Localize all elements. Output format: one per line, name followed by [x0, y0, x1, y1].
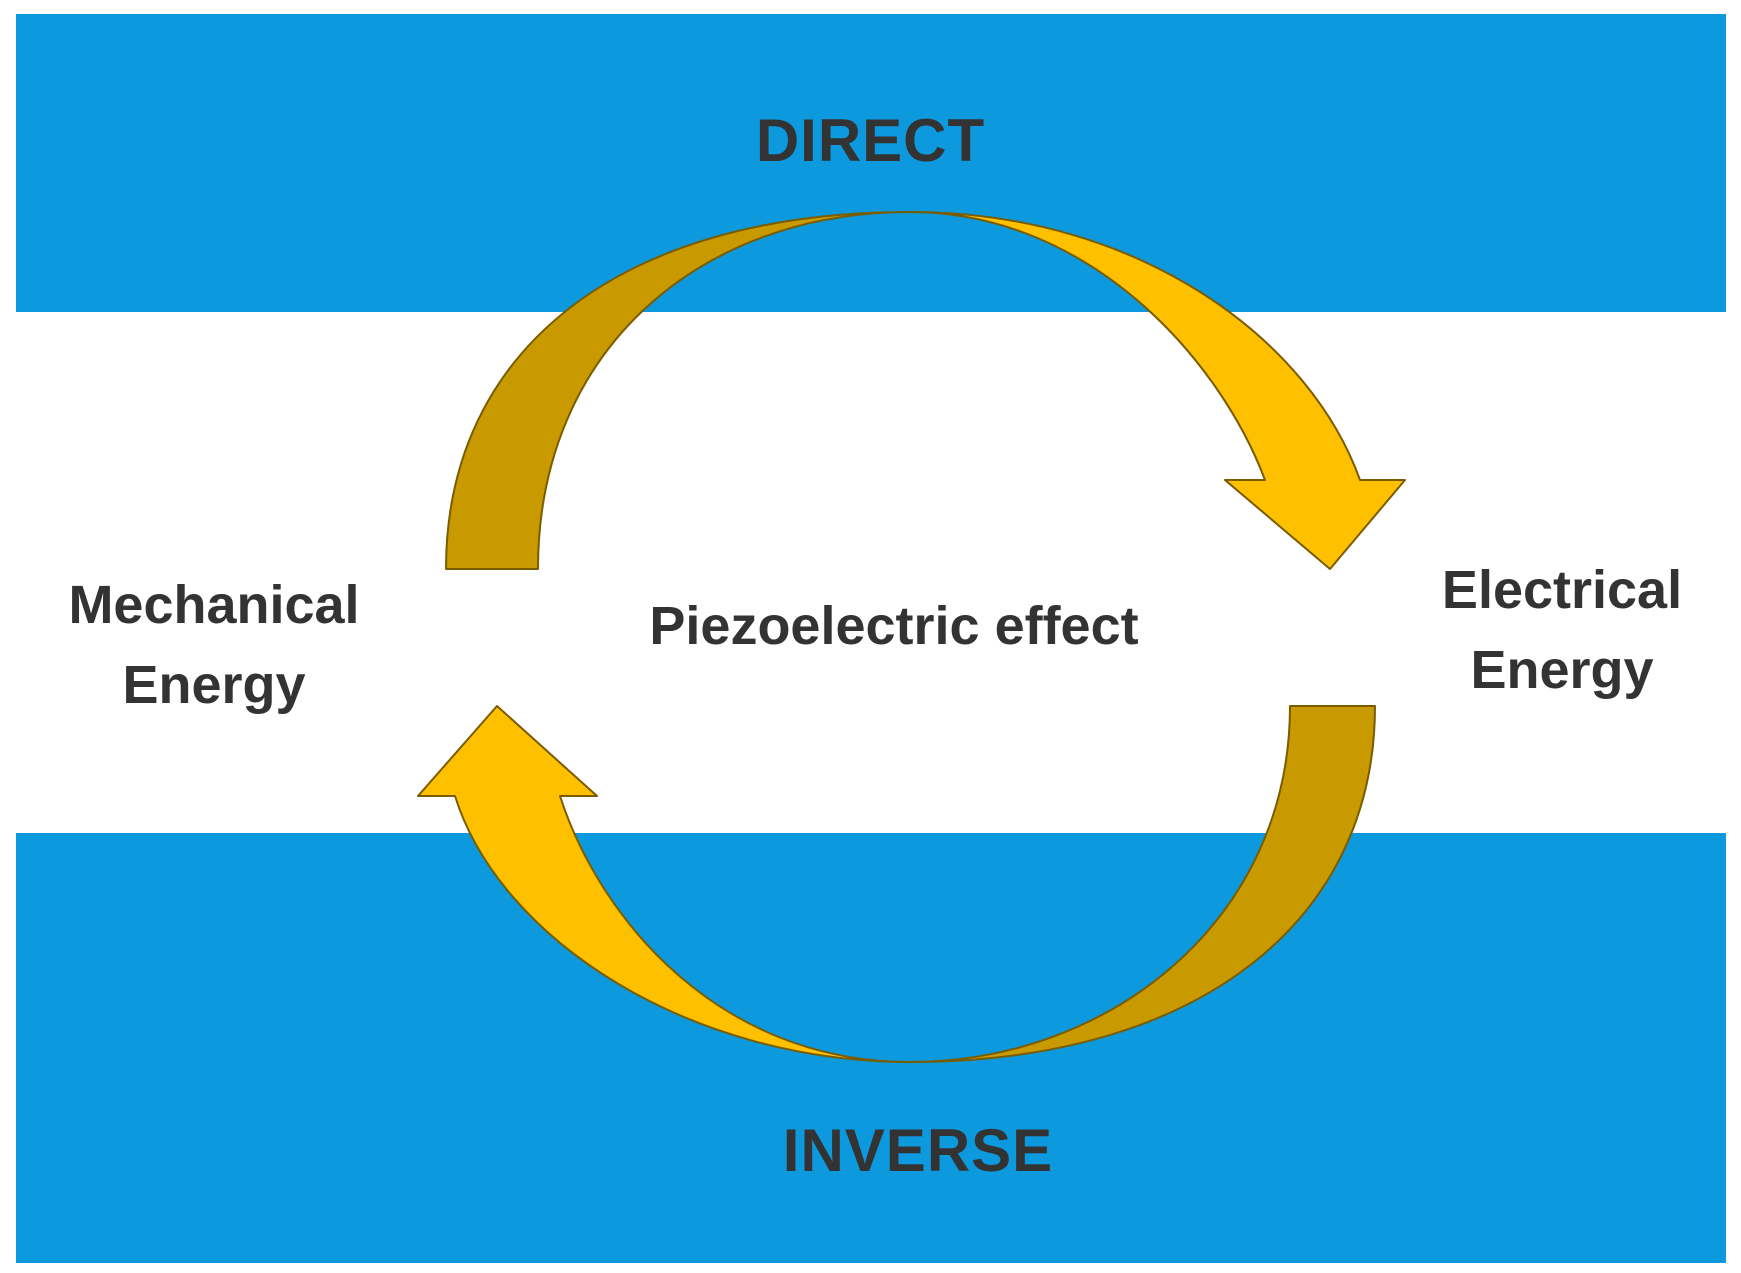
- inverse-arrow-head: [417, 705, 911, 1063]
- direct-arrow-tail: [445, 211, 911, 570]
- piezoelectric-effect-label: Piezoelectric effect: [649, 596, 1139, 656]
- inverse-arrow: [417, 705, 1376, 1063]
- direct-arrow-head: [909, 211, 1406, 570]
- top-blue-band: [16, 14, 1726, 312]
- inverse-label: INVERSE: [782, 1117, 1054, 1184]
- direct-arrow: [445, 211, 1406, 570]
- electrical-energy-label: Electrical Energy: [1441, 560, 1683, 700]
- direct-label: DIRECT: [755, 107, 986, 174]
- mechanical-energy-label: Mechanical Energy: [68, 575, 360, 715]
- inverse-arrow-tail: [909, 705, 1376, 1063]
- bottom-blue-band: [16, 833, 1726, 1263]
